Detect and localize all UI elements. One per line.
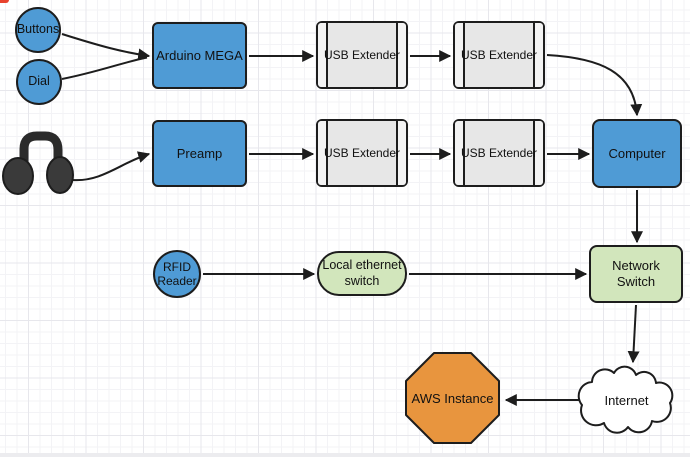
edge-headphones-to-preamp bbox=[72, 151, 151, 182]
edge-buttons-to-arduino bbox=[61, 33, 151, 61]
node-local-ethernet-switch-label-line2: switch bbox=[344, 273, 380, 288]
node-usb-extender-bottom-1-label: USB Extender bbox=[323, 145, 401, 160]
usb-end-cap-right bbox=[396, 23, 406, 87]
edge-usb-top-2-to-computer bbox=[546, 54, 643, 117]
node-local-ethernet-switch: Local ethernet switch bbox=[317, 251, 407, 296]
node-arduino-mega-label: Arduino MEGA bbox=[156, 47, 243, 63]
edge-dial-to-arduino bbox=[61, 56, 148, 80]
usb-end-cap-right bbox=[396, 121, 406, 185]
node-rfid-reader: RFID Reader bbox=[153, 250, 201, 298]
node-usb-extender-top-2-label: USB Extender bbox=[460, 47, 538, 62]
internet-cloud-shape bbox=[577, 365, 674, 434]
node-usb-extender-bottom-2-label: USB Extender bbox=[460, 145, 538, 160]
aws-octagon-shape bbox=[405, 352, 500, 444]
node-computer: Computer bbox=[592, 119, 682, 188]
node-usb-extender-top-1-label: USB Extender bbox=[323, 47, 401, 62]
node-usb-extender-bottom-2: USB Extender bbox=[453, 119, 545, 187]
node-network-switch: Network Switch bbox=[589, 245, 683, 303]
red-corner-artifact bbox=[0, 0, 9, 3]
node-rfid-reader-label-line2: Reader bbox=[157, 274, 197, 288]
edge-network-switch-to-internet bbox=[627, 304, 640, 364]
node-network-switch-label-line1: Network bbox=[612, 258, 660, 274]
node-usb-extender-top-1: USB Extender bbox=[316, 21, 408, 89]
node-arduino-mega: Arduino MEGA bbox=[152, 22, 247, 89]
node-buttons-label: Buttons bbox=[16, 22, 60, 37]
usb-end-cap-left bbox=[318, 23, 328, 87]
usb-end-cap-left bbox=[455, 121, 465, 185]
node-usb-extender-bottom-1: USB Extender bbox=[316, 119, 408, 187]
node-dial-label: Dial bbox=[28, 74, 50, 89]
usb-end-cap-right bbox=[533, 23, 543, 87]
node-usb-extender-top-2: USB Extender bbox=[453, 21, 545, 89]
node-preamp: Preamp bbox=[152, 120, 247, 187]
node-rfid-reader-label-line1: RFID bbox=[162, 259, 191, 274]
node-dial: Dial bbox=[16, 59, 62, 105]
usb-end-cap-left bbox=[455, 23, 465, 87]
node-computer-label: Computer bbox=[608, 145, 666, 161]
node-network-switch-label-line2: Switch bbox=[616, 274, 656, 289]
usb-end-cap-right bbox=[533, 121, 543, 185]
node-preamp-label: Preamp bbox=[176, 145, 223, 161]
node-local-ethernet-switch-label-line1: Local ethernet bbox=[322, 258, 402, 273]
node-buttons: Buttons bbox=[15, 7, 61, 53]
canvas-bottom-edge bbox=[0, 453, 690, 457]
headphones-icon bbox=[2, 131, 74, 195]
usb-end-cap-left bbox=[318, 121, 328, 185]
